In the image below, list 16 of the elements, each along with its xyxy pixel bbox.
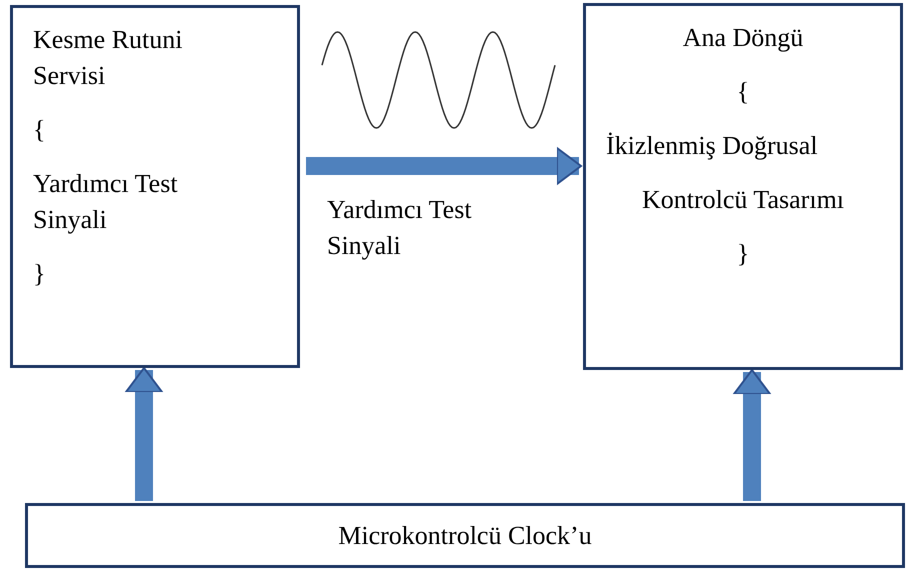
- box-text: Yardımcı Test Sinyali: [33, 168, 179, 236]
- process-box: [25, 503, 905, 568]
- box-text: {: [736, 76, 750, 108]
- block-arrow: [733, 369, 771, 501]
- box-text: }: [736, 238, 750, 270]
- box-text: İkizlenmiş Doğrusal: [606, 130, 819, 162]
- block-arrow: [306, 147, 582, 185]
- process-box: [583, 3, 903, 370]
- box-text: {: [33, 114, 46, 146]
- box-text: Kesme Rutuni Servisi: [33, 24, 184, 92]
- box-text: Ana Döngü: [682, 22, 804, 54]
- block-arrow: [125, 367, 163, 501]
- box-text: Kontrolcü Tasarımı: [640, 184, 846, 216]
- box-text: }: [33, 258, 46, 290]
- process-box: [10, 5, 300, 368]
- box-text: Microkontrolcü Clock’u: [338, 520, 592, 552]
